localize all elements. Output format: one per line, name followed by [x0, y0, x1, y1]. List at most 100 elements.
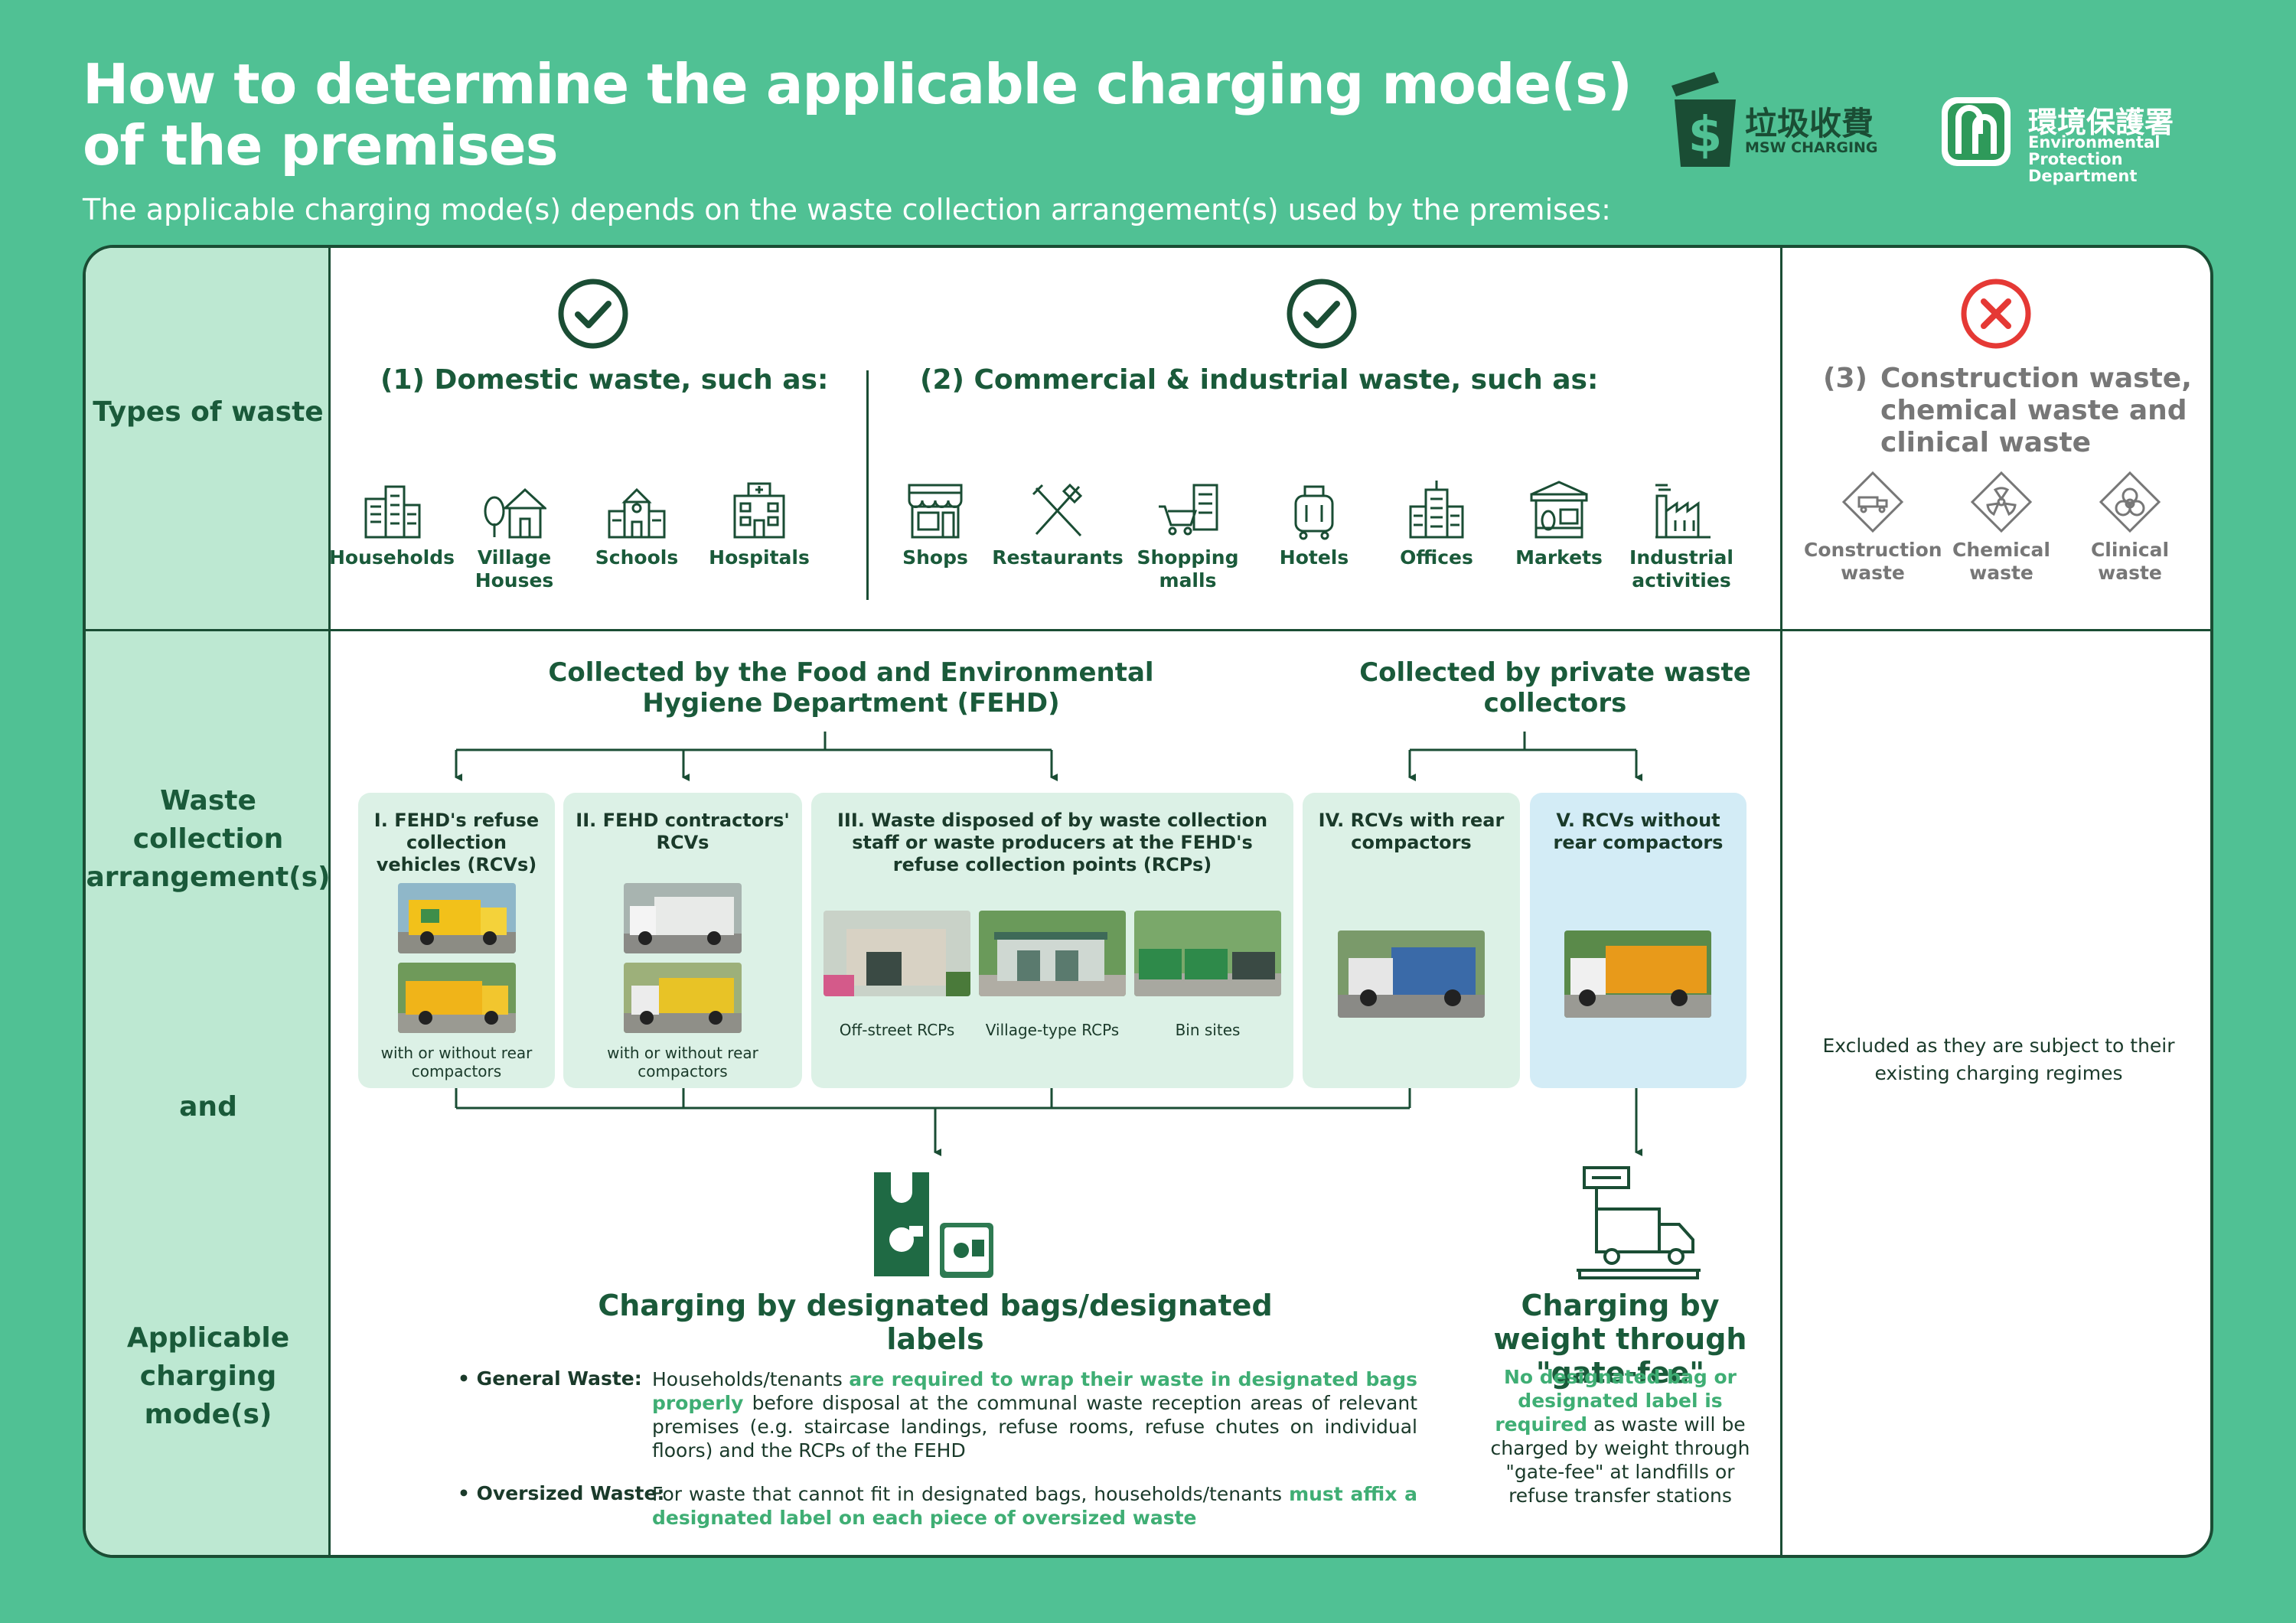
industrial-activities-label: Industrial activities: [1629, 546, 1733, 592]
box-rcvs-without-compactors-title: V. RCVs without rear compactors: [1536, 810, 1740, 854]
gate-fee-description: No designated bag or designated label is…: [1486, 1365, 1754, 1507]
excluded-waste-number: (3): [1823, 363, 1867, 394]
arrangement-box-contractor-rcvs: II. FEHD contractors' RCVs with or witho…: [563, 793, 802, 1088]
cutlery-icon: [1032, 483, 1083, 537]
designated-bag-and-label-icon: [874, 1172, 993, 1278]
arrangement-box-fehd-rcvs: I. FEHD's refuse collection vehicles (RC…: [358, 793, 555, 1088]
markets-label: Markets: [1515, 546, 1603, 569]
offices-item: Offices: [1368, 477, 1505, 569]
mode-label-line2: charging: [139, 1361, 277, 1392]
rcv-without-compactor-photo: [1564, 930, 1711, 1018]
gate-fee-highlight: No designated bag or designated label is…: [1495, 1366, 1737, 1436]
shopping-malls-item: Shopping malls: [1119, 477, 1257, 592]
charging-mode-label: Applicable charging mode(s): [86, 1319, 331, 1434]
types-of-waste-label: Types of waste: [93, 396, 324, 428]
msw-charging-logo: $ 垃圾收費 MSW CHARGING: [1668, 69, 1898, 168]
bin-sites-photo: [1134, 911, 1281, 996]
general-waste-label: • General Waste:: [458, 1367, 642, 1390]
weight-mode-title: Charging by weight through "gate-fee": [1493, 1289, 1747, 1390]
gate-fee-text: as waste will be charged by weight throu…: [1490, 1413, 1750, 1507]
box-rcvs-without-compactors-text: RCVs without rear compactors: [1553, 810, 1724, 853]
fehd-collection-heading: Collected by the Food and Environmental …: [548, 657, 1154, 719]
biohazard-icon: [2099, 471, 2161, 533]
chemical-waste-item: Chemical waste: [1932, 470, 2070, 585]
fehd-rcv-photo-2: [398, 963, 516, 1033]
construction-truck-icon: [1841, 471, 1904, 533]
column-divider: [1780, 248, 1782, 1555]
box-fehd-rcvs-number: I.: [373, 810, 388, 831]
rcv-with-compactor-photo: [1338, 930, 1485, 1018]
hotels-label: Hotels: [1279, 546, 1349, 569]
domestic-waste-heading: (1) Domestic waste, such as:: [380, 364, 829, 396]
box-rcvs-without-compactors-number: V.: [1556, 810, 1575, 831]
epd-logo: 環境保護署 Environmental Protection Departmen…: [1940, 96, 2231, 184]
box-rcps-text: Waste disposed of by waste collection st…: [852, 810, 1268, 875]
oversized-waste-label: • Oversized Waste:: [458, 1482, 665, 1504]
excluded-cross-icon: [1961, 279, 2031, 349]
hotels-item: Hotels: [1245, 477, 1383, 569]
box-rcvs-with-compactors-text: RCVs with rear compactors: [1350, 810, 1505, 853]
msw-logo-english: MSW CHARGING: [1745, 139, 1878, 156]
excluded-waste-heading: Construction waste, chemical waste and c…: [1880, 363, 2192, 458]
general-waste-highlight: are required to wrap their waste in desi…: [652, 1368, 1417, 1414]
msw-bin-icon: $: [1671, 72, 1736, 167]
contractor-rcv-photo-1: [624, 883, 742, 953]
collection-label-line3: arrangement(s): [86, 862, 331, 893]
epd-logo-english: Environmental Protection Department: [2028, 134, 2231, 184]
bin-sites-caption: Bin sites: [1175, 1021, 1241, 1039]
schools-item: Schools: [568, 477, 706, 569]
mode-label-line3: mode(s): [144, 1399, 272, 1430]
construction-waste-label: Construction waste: [1804, 539, 1942, 584]
row-divider: [86, 629, 2210, 631]
box-rcvs-with-compactors-title: IV. RCVs with rear compactors: [1309, 810, 1514, 854]
building-icon: [364, 485, 421, 539]
epd-logo-english-line1: Environmental: [2028, 133, 2161, 152]
clinical-waste-item: Clinical waste: [2061, 470, 2199, 585]
households-label: Households: [328, 546, 455, 569]
hospitals-label: Hospitals: [709, 546, 810, 569]
school-icon: [608, 487, 666, 539]
restaurants-label: Restaurants: [992, 546, 1124, 569]
epd-logo-chinese: 環境保護署: [2028, 106, 2174, 139]
arrangement-box-rcvs-with-compactors: IV. RCVs with rear compactors: [1303, 793, 1520, 1088]
box-fehd-rcvs-text: FEHD's refuse collection vehicles (RCVs): [376, 810, 540, 875]
market-stall-icon: [1530, 481, 1588, 539]
box-contractor-rcvs-text: FEHD contractors' RCVs: [602, 810, 790, 853]
epd-logo-english-line2: Protection Department: [2028, 150, 2138, 185]
contractor-rcv-photo-2: [624, 963, 742, 1033]
box-fehd-rcvs-title: I. FEHD's refuse collection vehicles (RC…: [364, 810, 549, 876]
hospital-icon: [733, 482, 785, 539]
oversized-waste-text-1: For waste that cannot fit in designated …: [652, 1483, 1290, 1505]
box-rcvs-with-compactors-number: IV.: [1318, 810, 1345, 831]
arrangement-box-rcps: III. Waste disposed of by waste collecti…: [811, 793, 1293, 1088]
domestic-check-icon: [558, 279, 628, 349]
box-contractor-rcvs-title: II. FEHD contractors' RCVs: [569, 810, 796, 854]
msw-logo-chinese: 垃圾收費: [1745, 105, 1874, 142]
commercial-check-icon: [1287, 279, 1357, 349]
excluded-note: Excluded as they are subject to their ex…: [1822, 1035, 2175, 1084]
box-contractor-rcvs-note: with or without rear compactors: [607, 1044, 758, 1080]
general-waste-text-1: Households/tenants: [652, 1368, 850, 1390]
page-title: How to determine the applicable charging…: [83, 52, 1632, 178]
epd-emblem-icon: [1942, 97, 2011, 166]
markets-item: Markets: [1490, 477, 1628, 569]
shopping-malls-label: Shopping malls: [1137, 546, 1239, 592]
page-subtitle: The applicable charging mode(s) depends …: [83, 193, 1611, 227]
shopping-cart-icon: [1159, 484, 1218, 536]
row-label-column: [86, 248, 331, 1555]
luggage-icon: [1294, 485, 1334, 540]
radiation-icon: [1970, 471, 2033, 533]
households-item: Households: [323, 477, 461, 569]
general-waste-text-2: before disposal at the communal waste re…: [652, 1392, 1417, 1462]
restaurants-item: Restaurants: [989, 477, 1127, 569]
and-label: and: [179, 1091, 237, 1123]
factory-icon: [1655, 484, 1711, 539]
general-waste-description: Households/tenants are required to wrap …: [652, 1367, 1417, 1462]
off-street-rcp-caption: Off-street RCPs: [839, 1021, 955, 1039]
main-card: Types of waste Waste collection arrangem…: [83, 245, 2213, 1558]
fehd-rcv-photo-1: [398, 883, 516, 953]
collection-label-line2: collection: [132, 823, 284, 855]
industrial-activities-item: Industrial activities: [1613, 477, 1750, 592]
shop-icon: [908, 484, 963, 539]
box-rcps-title: III. Waste disposed of by waste collecti…: [817, 810, 1287, 876]
